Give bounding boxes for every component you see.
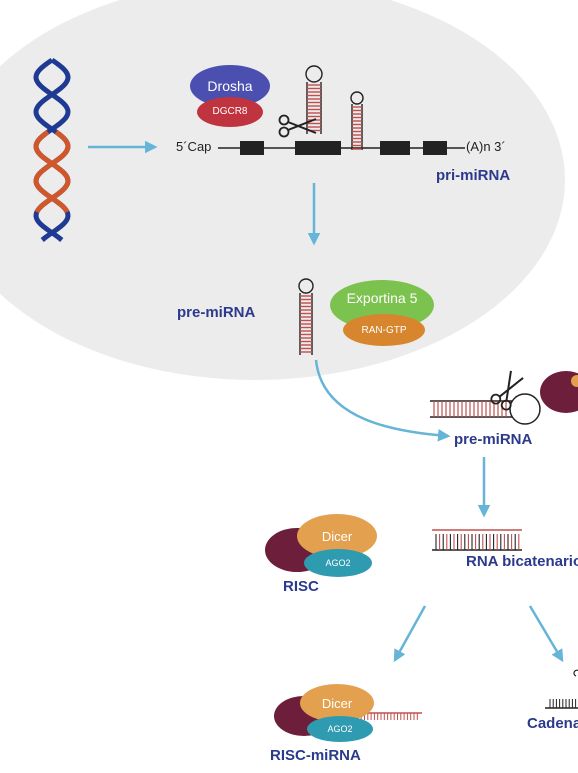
dicer-protein (297, 514, 377, 558)
hairpin-icon (350, 91, 364, 150)
dicer-protein (300, 684, 374, 722)
dicer-complex-partial (540, 371, 578, 413)
arrow-icon (314, 359, 451, 442)
dicer-label: Dicer (321, 696, 353, 711)
hairpin-icon (298, 278, 314, 355)
arrow-icon (528, 605, 564, 663)
polya-label: (A)n 3´ (466, 139, 506, 154)
dicer-label: Dicer (321, 529, 353, 544)
pre-mirna-nuclear-label: pre-miRNA (177, 304, 256, 321)
ago2-label: AGO2 (327, 724, 353, 734)
ran-gtp-protein (343, 314, 425, 346)
risc-label: RISC (283, 578, 319, 595)
strand-label: Cadena (527, 715, 578, 732)
cap-label: 5´Cap (176, 139, 212, 154)
ago2-protein (304, 549, 372, 577)
pri-mirna-label: pri-miRNA (436, 167, 511, 184)
drosha-protein (190, 65, 270, 107)
arrow-icon (393, 605, 427, 663)
ago2-label: AGO2 (325, 558, 351, 568)
dgcr8-label: DGCR8 (212, 106, 248, 117)
drosha-label: Drosha (207, 78, 253, 94)
scissors-icon (278, 114, 317, 138)
rna-duplex-icon (432, 529, 522, 551)
ago2-protein (307, 716, 373, 742)
pri-mirna-transcript (218, 141, 465, 155)
exportin-label: Exportina 5 (346, 290, 418, 306)
pre-mirna-cytoplasm-icon (430, 393, 541, 425)
hairpin-icon (305, 65, 323, 134)
ran-gtp-label: RAN-GTP (361, 325, 407, 336)
dna-helix-icon (33, 57, 71, 242)
pre-mirna-cytoplasmic-label: pre-miRNA (454, 431, 533, 448)
scissors-icon (490, 370, 524, 411)
single-strand-icon (545, 669, 578, 709)
risc-mirna-label: RISC-miRNA (270, 747, 361, 764)
dgcr8-protein (197, 97, 263, 127)
dicer-edge (571, 375, 578, 387)
nucleus-region (0, 0, 565, 380)
rna-duplex-label: RNA bicatenario (466, 553, 578, 570)
